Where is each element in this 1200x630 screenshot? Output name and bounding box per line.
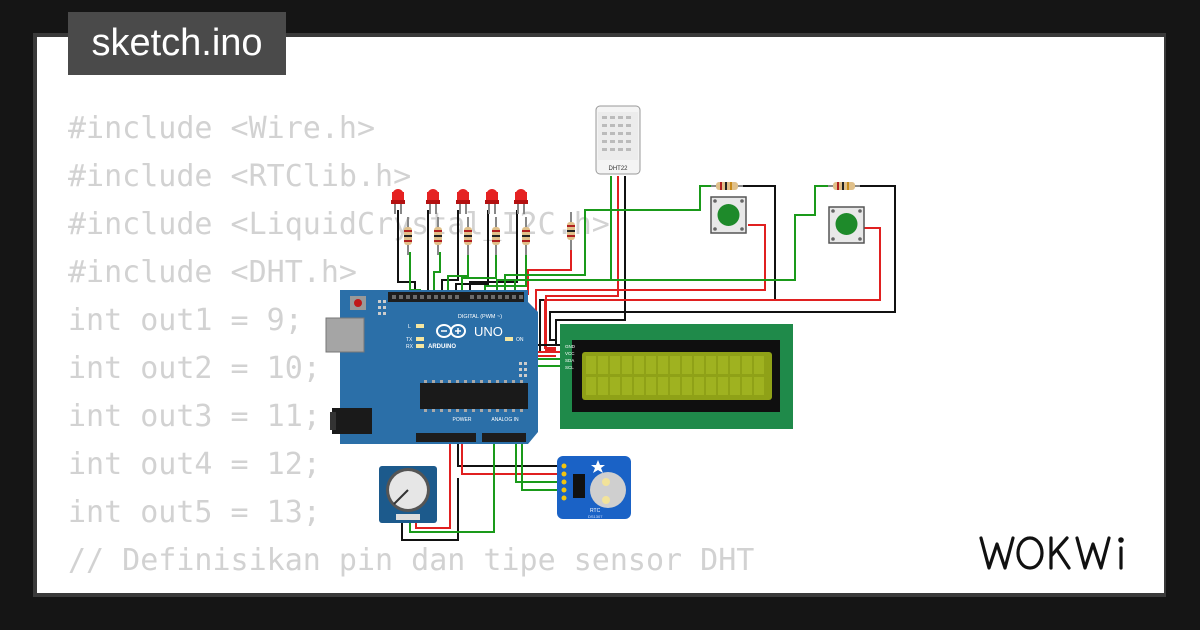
power-header-label: POWER (453, 417, 472, 423)
lcd-pin-scl: SCL (565, 365, 574, 370)
resistor-2[interactable] (434, 217, 442, 255)
code-line: int out4 = 12; (68, 447, 321, 482)
rtc-chip-label: DS1307 (588, 514, 603, 519)
rx-label: RX (406, 344, 414, 350)
code-line: #include <Wire.h> (68, 111, 376, 146)
code-line: int out5 = 13; (68, 495, 321, 530)
resistor-button-2[interactable] (828, 182, 860, 190)
code-line: #define DHTPIN 8 // Pin data untuk DHT22 (68, 585, 953, 593)
lcd-pin-sda: SDA (565, 358, 574, 363)
led-1[interactable] (391, 189, 405, 214)
l-led-label: L (408, 324, 411, 330)
lcd-16x2-i2c[interactable]: GND VCC SDA SCL (560, 324, 793, 429)
resistor-button-1[interactable] (711, 182, 743, 190)
analog-header-label: ANALOG IN (491, 417, 519, 423)
push-button-2[interactable] (828, 206, 865, 244)
arduino-uno-board[interactable]: DIGITAL (PWM ~) UNO ARDUINO L TX RX ON P… (325, 290, 538, 444)
resistor-5[interactable] (522, 217, 530, 255)
led-5[interactable] (514, 189, 528, 214)
code-editor-text: #include <Wire.h> #include <RTClib.h> #inc… (68, 105, 953, 593)
dht22-label: DHT22 (608, 166, 628, 172)
lcd-pin-gnd: GND (565, 344, 576, 349)
resistor-1[interactable] (404, 217, 412, 255)
arduino-brand-label: ARDUINO (428, 344, 456, 350)
led-2[interactable] (426, 189, 440, 214)
led-3[interactable] (456, 189, 470, 214)
push-button-1[interactable] (710, 196, 747, 234)
resistor-3[interactable] (464, 217, 472, 255)
rtc-ds1307-module[interactable]: RTC DS1307 (557, 456, 631, 519)
resistors (404, 182, 860, 255)
code-line: #include <RTClib.h> (68, 159, 412, 194)
wokwi-logo (979, 536, 1124, 570)
tx-label: TX (406, 337, 413, 343)
code-line: // Definisikan pin dan tipe sensor DHT (68, 543, 755, 578)
resistor-dht[interactable] (567, 212, 575, 250)
code-line: int out1 = 9; (68, 303, 303, 338)
code-line: int out2 = 10; (68, 351, 321, 386)
led-4[interactable] (485, 189, 499, 214)
file-title-tab[interactable]: sketch.ino (68, 12, 286, 75)
code-line: #include <LiquidCrystal_I2C.h> (68, 207, 610, 242)
rtc-label: RTC (590, 508, 601, 514)
on-led-label: ON (516, 337, 524, 343)
arduino-infinity-logo (436, 324, 466, 338)
digital-header-label: DIGITAL (PWM ~) (458, 314, 502, 320)
arduino-uno-label: UNO (474, 324, 503, 339)
code-line: int out3 = 11; (68, 399, 321, 434)
wires (397, 176, 896, 541)
lcd-pin-vcc: VCC (565, 351, 575, 356)
resistor-4[interactable] (492, 217, 500, 255)
code-line: #include <DHT.h> (68, 255, 357, 290)
led-array (391, 189, 528, 214)
dht22-sensor[interactable]: DHT22 (595, 105, 641, 175)
potentiometer[interactable] (379, 466, 437, 523)
